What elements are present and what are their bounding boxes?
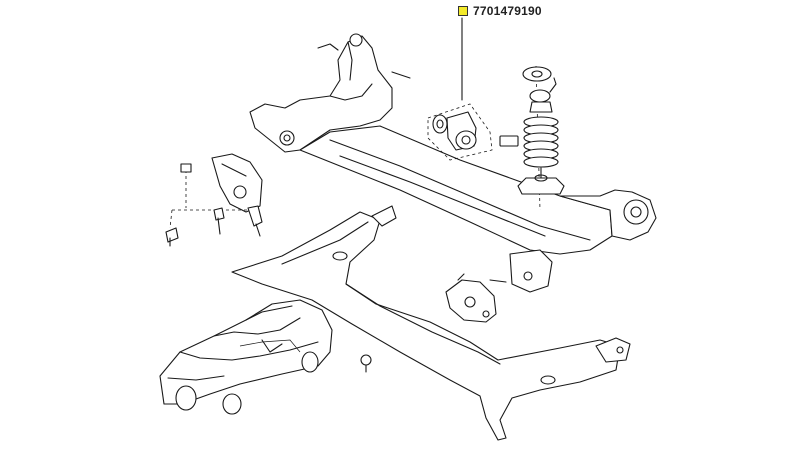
rear-axle-beam [249, 33, 657, 293]
highlight-marker-icon [458, 6, 468, 16]
spacer-part [499, 135, 519, 147]
underbody-shield [231, 205, 631, 441]
bushing-parts [427, 103, 493, 161]
coil-spring-assembly [517, 65, 565, 211]
car-location-view [159, 299, 333, 415]
left-mounting-bracket [165, 153, 263, 247]
part-number: 7701479190 [473, 4, 542, 18]
centre-bracket [445, 273, 497, 323]
part-reference-label[interactable]: 7701479190 [458, 4, 542, 18]
